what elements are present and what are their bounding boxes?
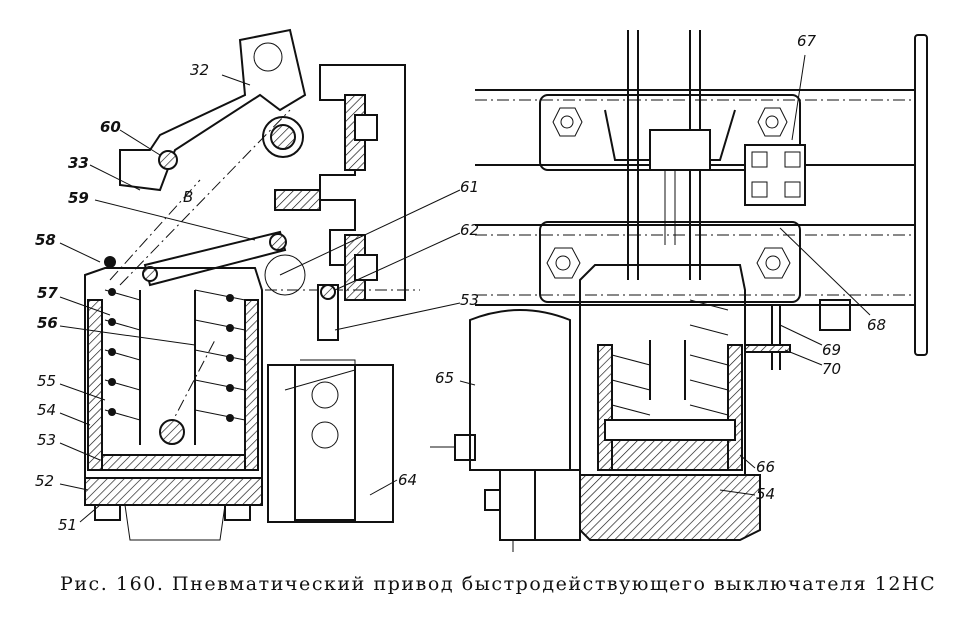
label-64: 64: [398, 471, 417, 489]
label-61: 61: [460, 178, 479, 196]
lower-bracket: [539, 221, 801, 303]
hex-nuts: [546, 107, 791, 279]
right-view-section: [59, 30, 928, 552]
bolt-68: [819, 299, 851, 331]
label-60: 60: [100, 118, 121, 136]
label-67: 67: [797, 32, 817, 50]
label-69: 69: [822, 341, 841, 359]
label-32: 32: [190, 61, 209, 79]
link-59: [143, 230, 287, 287]
cylinder-base-51: [84, 477, 263, 506]
label-B: B: [183, 188, 193, 206]
piston: [101, 454, 246, 471]
label-53: 53: [37, 431, 56, 449]
label-55: 55: [37, 372, 56, 390]
spring-right: [194, 289, 246, 421]
terminal-block-67: [744, 144, 806, 206]
label-62: 62: [460, 221, 479, 239]
label-56: 56: [37, 314, 58, 332]
figure-caption: Рис. 160. Пневматический привод быстроде…: [60, 573, 935, 595]
callout-labels: 32 60 33 59 B 58 57 56 55 54 53 52 51 61…: [35, 32, 886, 534]
left-view-section: [84, 28, 420, 541]
label-66: 66: [756, 458, 775, 476]
label-54: 54: [37, 401, 56, 419]
pin-60: [158, 150, 178, 170]
label-52: 52: [35, 472, 54, 490]
label-33: 33: [68, 154, 89, 172]
spring-left: [104, 289, 141, 421]
label-65: 65: [435, 369, 454, 387]
label-68: 68: [867, 316, 886, 334]
leader-lines: [59, 54, 871, 523]
cylinder-body: [84, 267, 263, 481]
lever-32: [119, 28, 307, 192]
mounting-plate: [914, 34, 928, 356]
label-53-right: 53: [460, 291, 479, 309]
base-54: [579, 474, 761, 541]
stop-bar: [274, 189, 321, 211]
label-51: 51: [58, 516, 77, 534]
label-59: 59: [68, 189, 89, 207]
label-58: 58: [35, 231, 56, 249]
label-57: 57: [37, 284, 58, 302]
springs-right: [611, 299, 729, 416]
label-70: 70: [822, 360, 841, 378]
piston-rod-guide: [139, 290, 196, 445]
label-54-right: 54: [756, 485, 775, 503]
electro-valve-65: [469, 309, 571, 471]
